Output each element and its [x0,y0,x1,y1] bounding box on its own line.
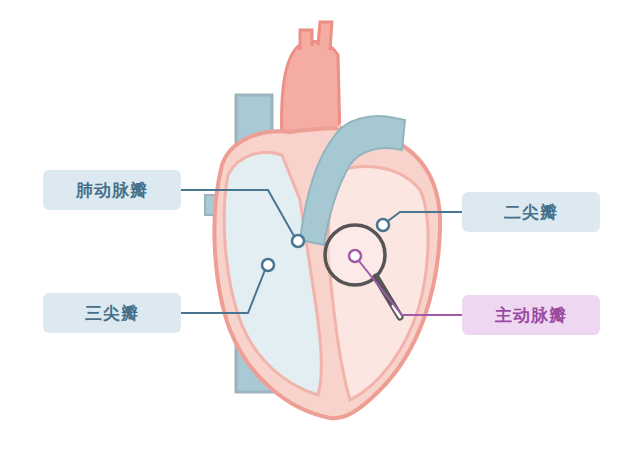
label-box: 二尖瓣 [462,192,600,232]
leader-line [181,270,265,313]
valve-dot [377,219,389,231]
artery-highlight [338,108,390,128]
magnifier-handle-tip [393,306,400,317]
valve-label: 三尖瓣 [85,302,139,325]
aorta-branches [300,22,332,50]
label-box: 肺动脉瓣 [43,170,181,210]
valve-label: 二尖瓣 [504,201,558,224]
valve-dot [262,259,274,271]
right-chambers [224,152,321,395]
label-box: 主动脉瓣 [462,295,600,335]
label-box: 三尖瓣 [43,293,181,333]
valve-label: 肺动脉瓣 [76,179,148,202]
aorta [282,42,340,140]
leader-line [359,261,462,315]
valve-dot [349,250,361,262]
leader-line [388,212,462,221]
leader-line [181,190,294,236]
valve-label: 主动脉瓣 [495,304,567,327]
magnifier-handle [376,277,400,317]
valve-dot [292,235,304,247]
